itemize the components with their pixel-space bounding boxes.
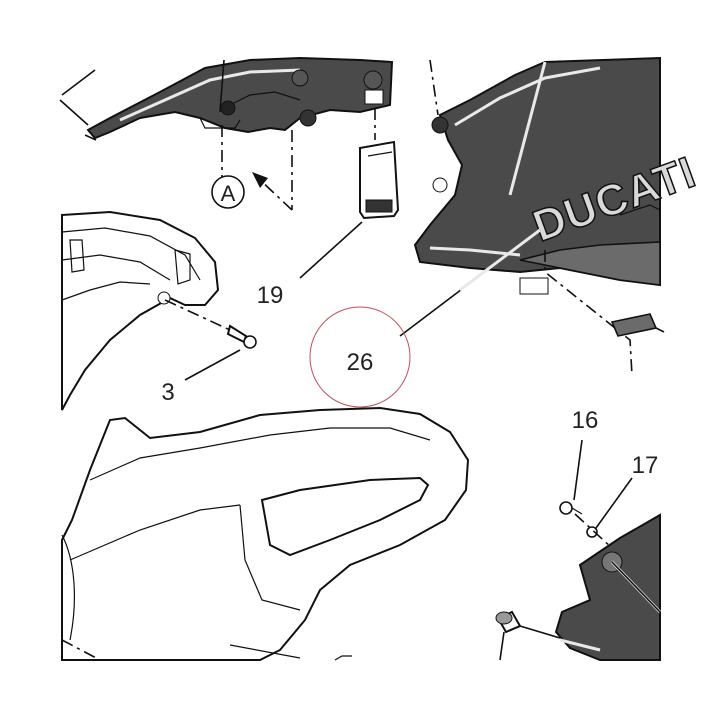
lower-bolt — [495, 610, 561, 661]
part-19-clip: 19 — [257, 108, 400, 309]
part-17-washer: 17 — [586, 452, 659, 538]
reference-a-label: A — [221, 181, 236, 206]
left-seat-cowl — [61, 210, 220, 411]
callout-19: 19 — [257, 282, 284, 309]
lower-right-bracket — [554, 513, 662, 661]
upper-left-side-panel — [59, 56, 394, 141]
callout-17: 17 — [632, 452, 659, 479]
fuel-tank-cover: DUCATI — [413, 56, 703, 295]
part-3-screw: 3 — [161, 299, 257, 406]
reference-a-marker: A — [211, 175, 245, 209]
rubber-pad — [610, 313, 665, 337]
callout-16: 16 — [572, 407, 599, 434]
lower-tail-panel — [61, 406, 470, 661]
callout-3: 3 — [161, 379, 174, 406]
callout-26: 26 — [347, 349, 374, 376]
part-26-callout: 26 — [309, 228, 541, 408]
highlight-circle-26 — [309, 306, 411, 408]
part-16-bolt: 16 — [559, 407, 599, 515]
